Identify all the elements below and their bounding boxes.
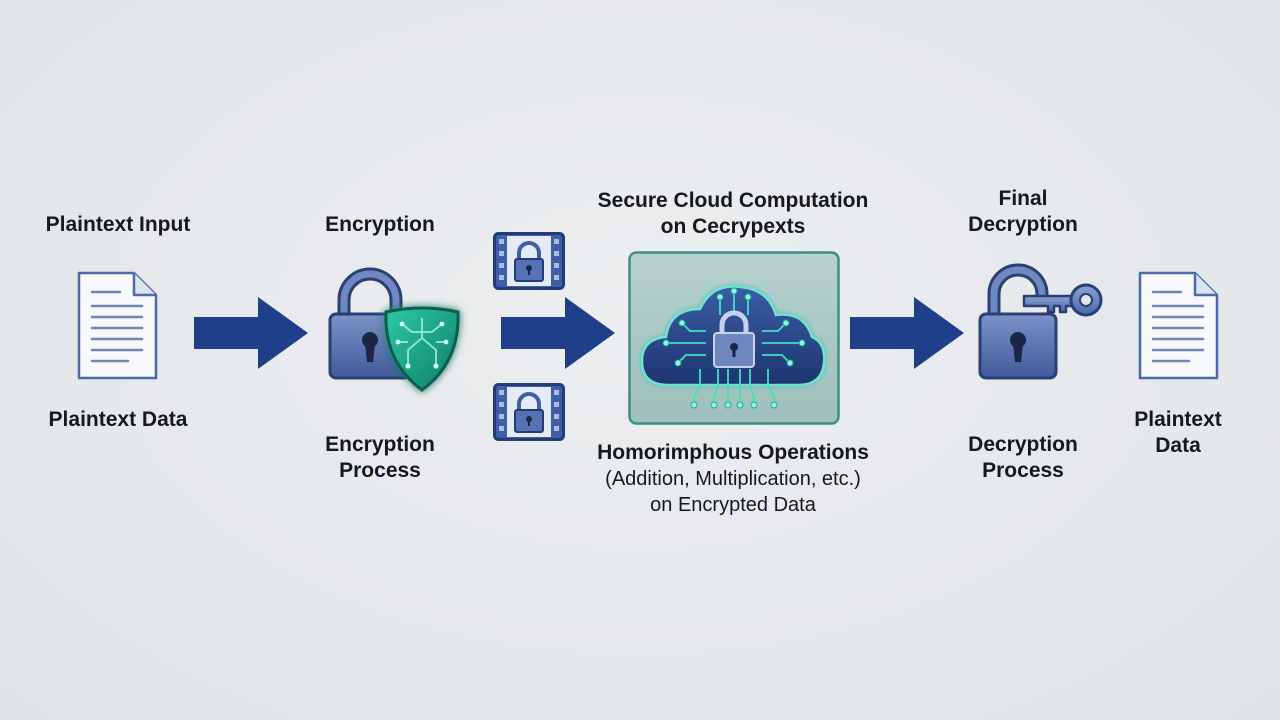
input-title: Plaintext Input xyxy=(45,213,191,236)
cloud-caption-line2: (Addition, Multiplication, etc.) xyxy=(605,468,861,490)
decryption-title-line1: Final xyxy=(998,187,1048,210)
output-caption-line1: Plaintext xyxy=(1134,408,1222,431)
cloud-title-line2: on Cecrypexts xyxy=(660,215,806,238)
document-icon xyxy=(77,271,158,380)
encryption-caption-line1: Encryption xyxy=(325,433,435,456)
encrypted-block-icon xyxy=(493,383,565,441)
arrow-right-icon xyxy=(501,297,615,369)
decryption-caption-line1: Decryption xyxy=(968,433,1078,456)
arrow-right-icon xyxy=(194,297,308,369)
input-caption: Plaintext Data xyxy=(48,408,188,431)
encryption-caption-line2: Process xyxy=(339,459,421,482)
padlock-shield-icon xyxy=(328,267,460,392)
cloud-caption-line1: Homorimphous Operations xyxy=(597,441,869,464)
encrypted-block-icon xyxy=(493,232,565,290)
arrow-right-icon xyxy=(850,297,964,369)
output-caption-line2: Data xyxy=(1155,434,1201,457)
cloud-caption-line3: on Encrypted Data xyxy=(650,494,816,516)
document-icon xyxy=(1138,271,1219,380)
cloud-caption: Homorimphous Operations (Addition, Multi… xyxy=(597,440,869,518)
encryption-title: Encryption xyxy=(325,213,435,236)
decryption-title-line2: Decryption xyxy=(968,213,1078,236)
unlocked-padlock-key-icon xyxy=(978,263,1103,380)
decryption-caption-line2: Process xyxy=(982,459,1064,482)
cloud-circuit-lock-icon xyxy=(628,251,840,425)
cloud-title-line1: Secure Cloud Computation xyxy=(597,189,869,212)
